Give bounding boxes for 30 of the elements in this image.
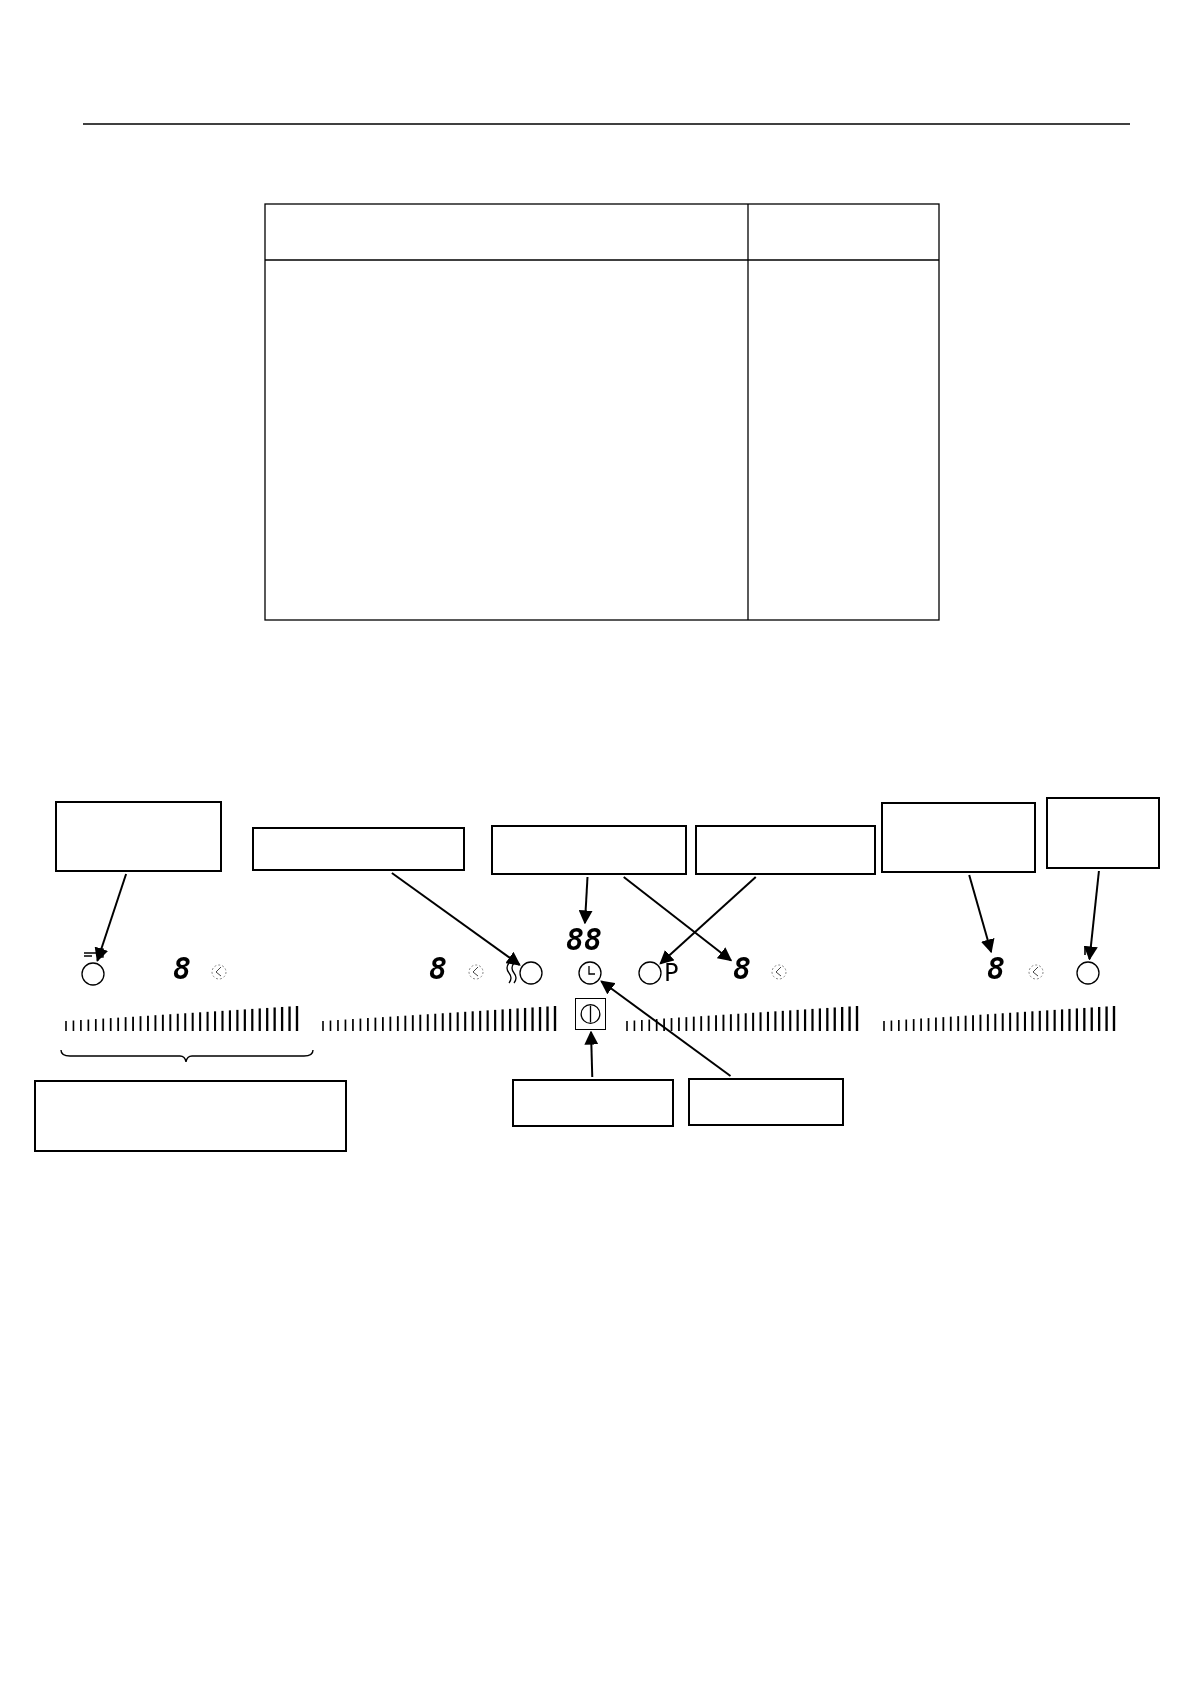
segment-display: 8 xyxy=(733,954,752,984)
button-letter: P xyxy=(664,959,679,987)
segment-display: 8 xyxy=(173,954,192,984)
power-button xyxy=(575,998,606,1030)
leader-line xyxy=(659,876,757,965)
leader-line xyxy=(94,873,128,963)
callout-box xyxy=(881,802,1036,873)
leader-line xyxy=(578,876,593,925)
lock-button xyxy=(81,962,105,986)
callout-box xyxy=(55,801,222,872)
segment-display: 88 xyxy=(566,925,603,955)
leader-line xyxy=(600,980,732,1077)
program-button xyxy=(638,961,662,985)
callout-box xyxy=(491,825,687,875)
pause-button xyxy=(1076,961,1100,985)
leader-line xyxy=(584,1030,599,1078)
callout-box xyxy=(688,1078,844,1126)
leader-line xyxy=(390,872,521,966)
keep-warm-button xyxy=(519,961,543,985)
callout-box xyxy=(1046,797,1160,869)
callout-box xyxy=(695,825,876,875)
leader-line xyxy=(1083,870,1100,961)
callout-box xyxy=(512,1079,674,1127)
leader-line xyxy=(622,876,733,962)
callout-box xyxy=(252,827,465,871)
segment-display: 8 xyxy=(987,954,1006,984)
leader-line xyxy=(968,874,995,954)
timer-button xyxy=(578,961,602,985)
segment-display: 8 xyxy=(429,954,448,984)
callout-box xyxy=(34,1080,347,1152)
